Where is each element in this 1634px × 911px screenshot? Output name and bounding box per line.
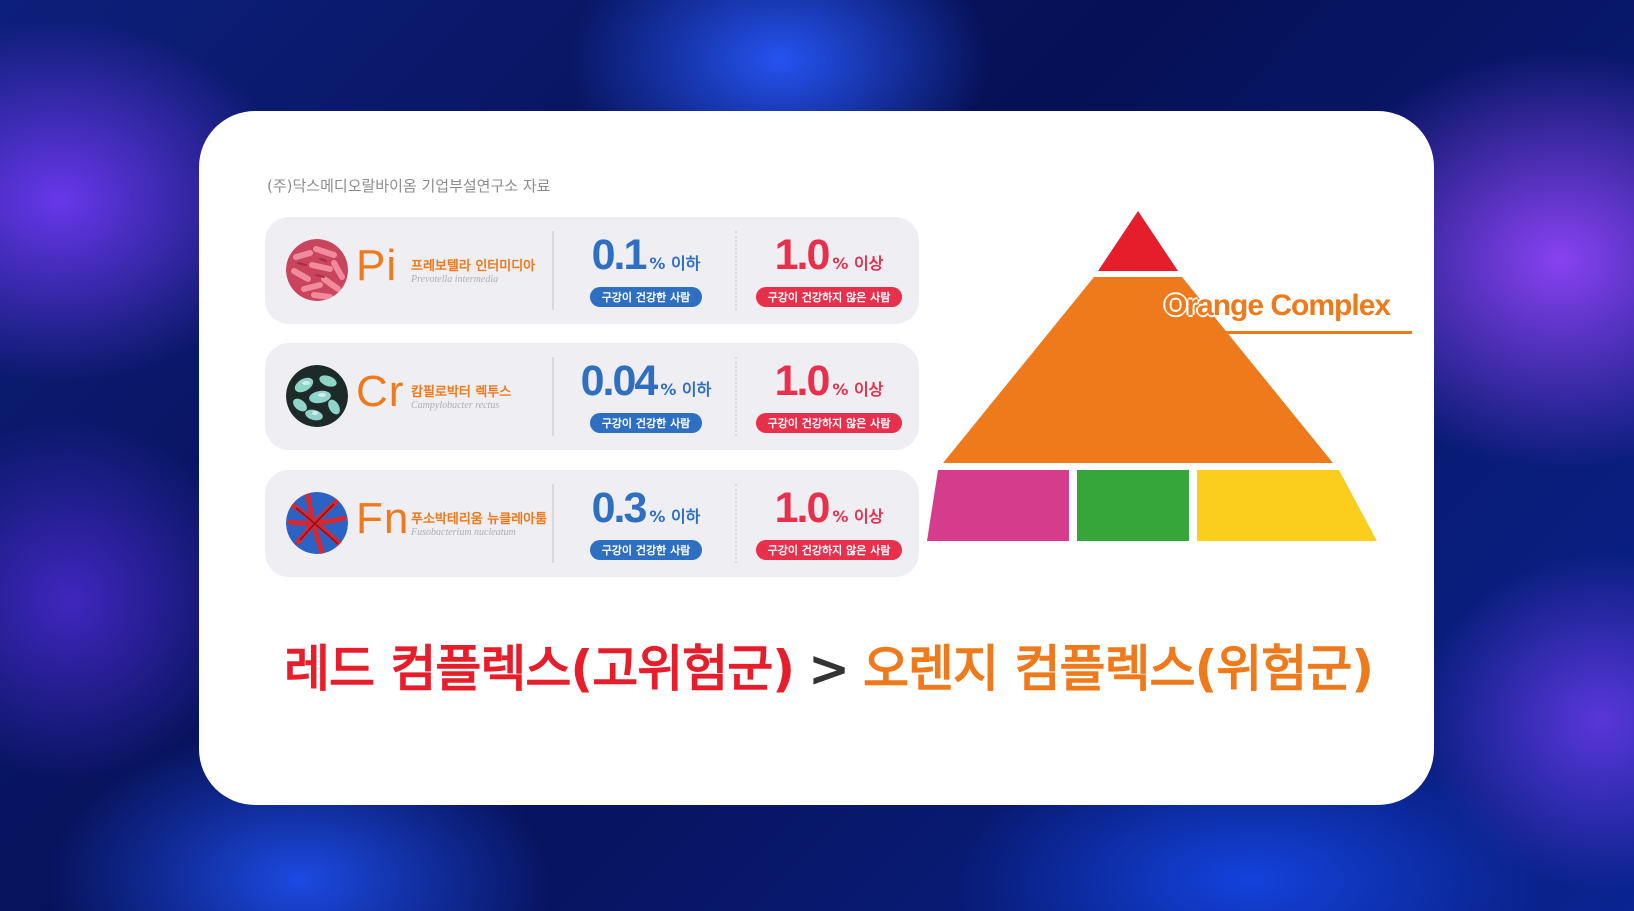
healthy-value: 0.04 — [580, 357, 659, 405]
bacteria-row-pi: Pi 프레보텔라 인터미디아 Prevotella intermedia 0.1… — [265, 217, 919, 324]
source-note: (주)닥스메디오랄바이옴 기업부설연구소 자료 — [267, 177, 551, 195]
healthy-threshold: 0.04% 이하 구강이 건강한 사람 — [561, 357, 731, 433]
healthy-threshold: 0.1% 이하 구강이 건강한 사람 — [561, 231, 731, 307]
pyramid-base-right-yellow — [1197, 470, 1377, 541]
dotted-divider — [735, 484, 737, 563]
unhealthy-unit: % 이상 — [832, 507, 884, 526]
bacteria-korean-name: 푸소박테리움 뉴클레아툼 — [411, 512, 548, 527]
dotted-divider — [735, 357, 737, 436]
divider — [552, 231, 554, 310]
orange-complex-underline — [1164, 331, 1412, 334]
divider — [552, 357, 554, 436]
bacteria-row-fn: Fn 푸소박테리움 뉴클레아툼 Fusobacterium nucleatum … — [265, 470, 919, 577]
bacteria-korean-name: 프레보텔라 인터미디아 — [411, 259, 536, 274]
red-filament-bacteria-icon — [286, 492, 348, 554]
unhealthy-value: 1.0 — [774, 484, 831, 532]
unhealthy-threshold: 1.0% 이상 구강이 건강하지 않은 사람 — [743, 357, 915, 433]
healthy-label-badge: 구강이 건강한 사람 — [589, 413, 703, 433]
healthy-label-badge: 구강이 건강한 사람 — [589, 287, 703, 307]
orange-complex-text: 오렌지 컴플렉스(위험군) — [863, 640, 1374, 698]
bacteria-latin-name: Prevotella intermedia — [411, 274, 499, 285]
pyramid-top-red — [1098, 211, 1178, 271]
pink-rod-bacteria-icon — [286, 239, 348, 301]
healthy-threshold: 0.3% 이하 구강이 건강한 사람 — [561, 484, 731, 560]
greater-than-sign: > — [808, 640, 850, 698]
bacteria-korean-name: 캄필로박터 렉투스 — [411, 385, 512, 400]
unhealthy-label-badge: 구강이 건강하지 않은 사람 — [755, 540, 903, 560]
dotted-divider — [735, 231, 737, 310]
bacteria-abbreviation: Fn — [356, 494, 410, 543]
green-curved-bacteria-icon — [286, 365, 348, 427]
healthy-value: 0.3 — [591, 484, 648, 532]
content-card: (주)닥스메디오랄바이옴 기업부설연구소 자료 — [199, 111, 1434, 805]
red-complex-text: 레드 컴플렉스(고위험군) — [284, 640, 795, 698]
healthy-unit: % 이하 — [649, 507, 701, 526]
pyramid-middle-orange — [943, 277, 1333, 463]
healthy-value: 0.1 — [591, 231, 648, 279]
healthy-label-badge: 구강이 건강한 사람 — [589, 540, 703, 560]
unhealthy-unit: % 이상 — [832, 254, 884, 273]
unhealthy-unit: % 이상 — [832, 380, 884, 399]
healthy-unit: % 이하 — [660, 380, 712, 399]
bacteria-row-cr: Cr 캄필로박터 렉투스 Campylobacter rectus 0.04% … — [265, 343, 919, 450]
bacteria-latin-name: Campylobacter rectus — [411, 400, 500, 411]
pyramid-base-left-pink — [927, 470, 1069, 541]
unhealthy-value: 1.0 — [774, 357, 831, 405]
unhealthy-label-badge: 구강이 건강하지 않은 사람 — [755, 413, 903, 433]
bacteria-abbreviation: Cr — [356, 367, 405, 416]
bacteria-latin-name: Fusobacterium nucleatum — [411, 527, 516, 538]
divider — [552, 484, 554, 563]
healthy-unit: % 이하 — [649, 254, 701, 273]
bacteria-abbreviation: Pi — [356, 241, 398, 290]
unhealthy-threshold: 1.0% 이상 구강이 건강하지 않은 사람 — [743, 231, 915, 307]
unhealthy-threshold: 1.0% 이상 구강이 건강하지 않은 사람 — [743, 484, 915, 560]
unhealthy-label-badge: 구강이 건강하지 않은 사람 — [755, 287, 903, 307]
pyramid-base-center-green — [1077, 470, 1189, 541]
unhealthy-value: 1.0 — [774, 231, 831, 279]
risk-headline: 레드 컴플렉스(고위험군)>오렌지 컴플렉스(위험군) — [284, 629, 1374, 701]
orange-complex-label: Orange Complex — [1164, 289, 1391, 322]
complex-pyramid — [927, 211, 1377, 541]
